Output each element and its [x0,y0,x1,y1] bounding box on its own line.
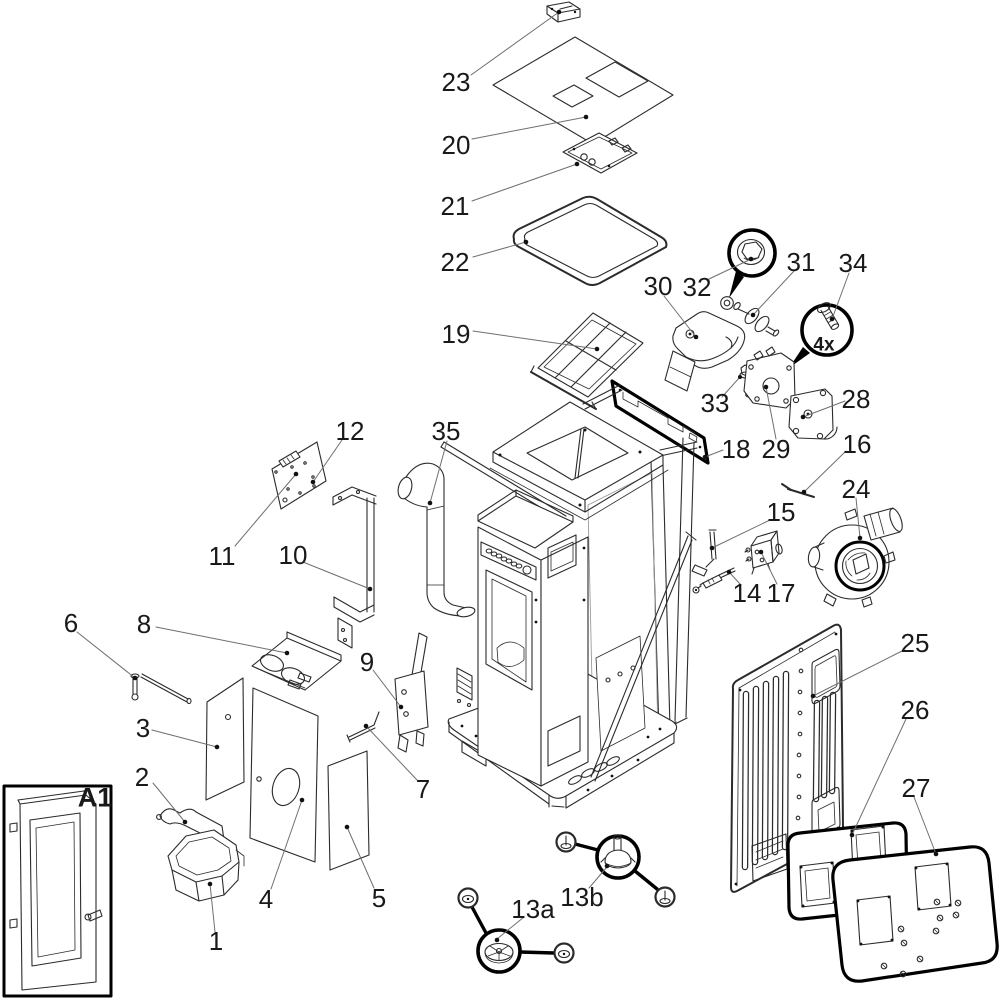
callout-label-19: 19 [441,319,471,349]
part-7-pin [346,711,380,743]
part-14-igniter [692,567,736,594]
part-27-access-plate [831,845,999,983]
part-16-allen-key [781,483,815,498]
part-18-rear-trim-panel [610,379,710,465]
part-34-bolt-4x-magnified [789,302,854,368]
callout-label-6: 6 [63,608,79,638]
stove-left-bracket [456,667,473,708]
callout-label-31: 31 [786,247,816,277]
inset-a1-door [2,784,113,998]
callout-label-2: 2 [134,762,150,792]
stove-diagonal-brace [590,531,697,782]
callout-label-13b: 13b [560,882,604,912]
callout-label-24: 24 [841,474,871,504]
callout-label-35: 35 [431,416,461,446]
callout-label-33: 33 [700,388,730,418]
part-3-side-panel [205,677,245,801]
part-19-hopper-grate [530,312,644,410]
part-10-bracket [332,486,377,649]
part-29-mounting-plate [743,346,796,409]
callout-label-27: 27 [901,773,931,803]
callout-label-12: 12 [335,416,365,446]
stove-front-tower [477,489,589,787]
callout-label-23: 23 [441,67,471,97]
part-22-lid-gasket [512,195,668,286]
callout-label-7: 7 [415,774,431,804]
part-17-switch [744,530,783,575]
callout-label-15: 15 [766,497,796,527]
callout-label-29: 29 [761,434,791,464]
callout-label-21: 21 [440,191,470,221]
quantity-label-4x: 4x [813,334,835,356]
part-35-exhaust-pipe [397,462,476,618]
callout-label-10: 10 [278,540,308,570]
callout-label-26: 26 [900,695,930,725]
callout-label-30: 30 [643,271,673,301]
part-8-shelf [251,631,342,691]
part-30-burn-chute [664,311,746,392]
callout-label-8: 8 [136,609,152,639]
part-5-panel [327,750,370,871]
part-15-rod [691,529,717,577]
callout-label-32: 32 [682,272,712,302]
stove-hopper-top-plate [489,401,669,521]
part-20-top-panel [492,36,674,145]
part-4-panel-with-hole [249,687,319,863]
part-24-combustion-blower [807,507,903,608]
callout-label-13a: 13a [511,894,555,924]
callout-label-4: 4 [258,884,274,914]
callout-label-9: 9 [359,647,375,677]
screw-icons [880,898,962,978]
part-6-pin-rod [130,673,192,705]
callout-label-17: 17 [766,578,796,608]
part-31-auger [733,301,780,337]
callout-label-28: 28 [841,384,871,414]
part-23-hinge-bracket [546,1,581,23]
part-13a-caster-foot [457,887,575,974]
callout-label-25: 25 [900,628,930,658]
callout-label-20: 20 [441,130,471,160]
part-9-door-latch [394,632,429,753]
part-21-hinge-plate [562,132,638,174]
callout-label-11: 11 [208,541,236,571]
callout-label-34: 34 [838,248,868,278]
callout-label-16: 16 [842,429,872,459]
callout-label-1: 1 [208,926,224,956]
callout-label-14: 14 [732,578,762,608]
callout-label-3: 3 [135,713,151,743]
callout-label-22: 22 [440,247,470,277]
inset-label-a1: A1 [77,782,113,813]
leader-lines [76,9,939,943]
callout-label-18: 18 [721,434,751,464]
stove-inner-panel [595,635,646,752]
part-1-burn-pot [167,829,245,902]
part-28-motor-bracket [788,388,838,440]
callout-label-5: 5 [371,883,387,913]
